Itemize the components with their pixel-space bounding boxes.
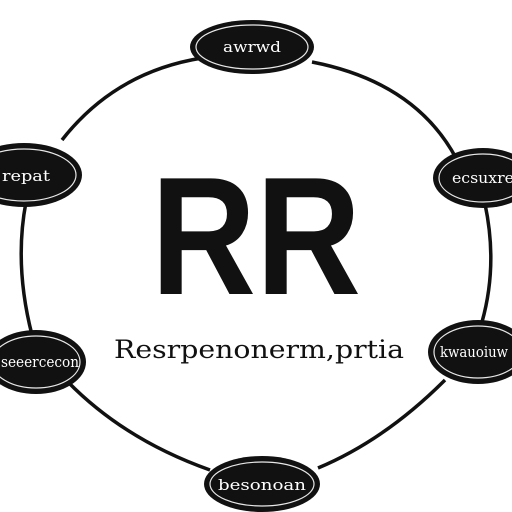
center-caption: Resrpenonerm,prtia (114, 335, 404, 364)
node-label: seeercecon (1, 353, 79, 371)
node-label: ecsuxre (452, 169, 512, 187)
node-upper-right: ecsuxre (433, 148, 512, 208)
node-lower-left: seeercecon (0, 330, 86, 394)
connector-lower-left-to-upper-left (19, 201, 34, 336)
node-upper-left: repat (0, 143, 82, 207)
node-label: besonoan (218, 476, 306, 494)
node-bottom: besonoan (204, 456, 320, 512)
node-label: repat (2, 167, 50, 185)
connector-bottom-to-lower-left (66, 380, 211, 472)
connector-top-to-upper-right (311, 60, 458, 159)
node-top: awrwd (190, 20, 314, 74)
connector-upper-left-to-top (60, 56, 203, 142)
center-letter: RR (151, 142, 361, 330)
connector-upper-right-to-lower-right (480, 203, 493, 323)
connector-lower-right-to-bottom (317, 378, 447, 470)
node-label: kwauoiuw (440, 343, 508, 361)
node-lower-right: kwauoiuw (428, 320, 512, 384)
node-label: awrwd (223, 38, 281, 56)
ring-connectors (19, 56, 493, 472)
